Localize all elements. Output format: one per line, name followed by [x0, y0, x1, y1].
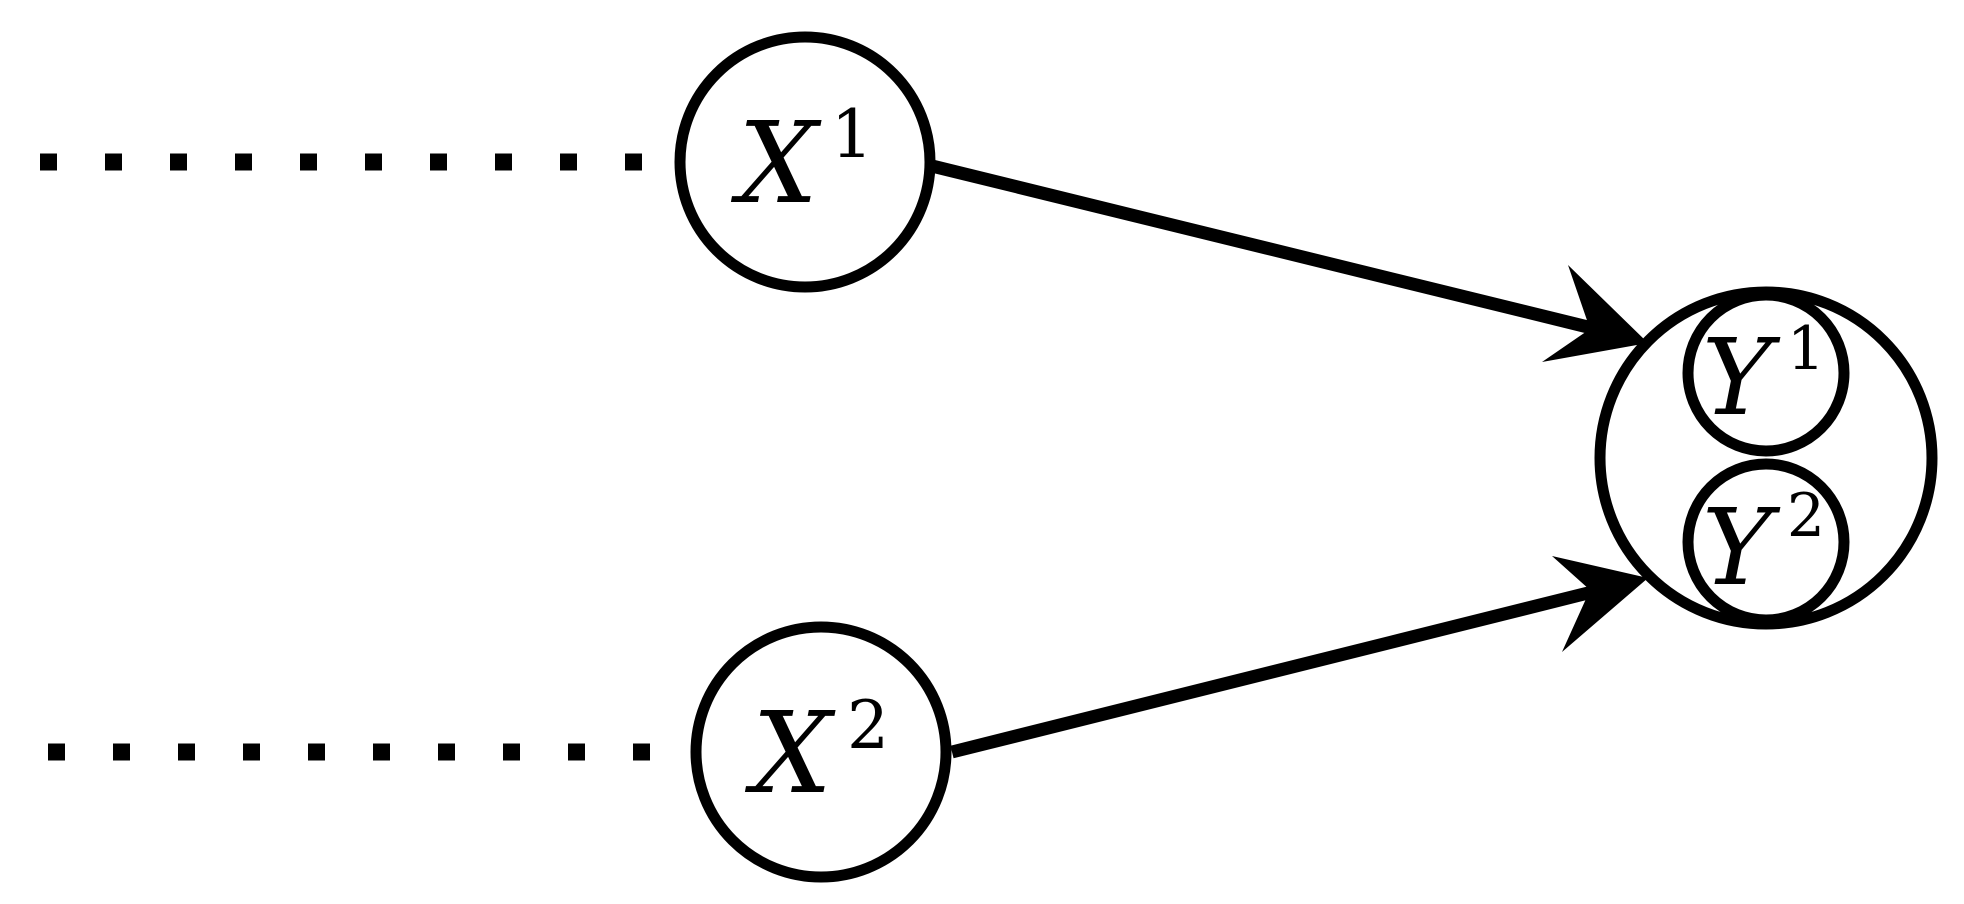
node-y-group: Y 1 Y 2	[1594, 286, 1938, 630]
node-x2: X 2	[690, 621, 952, 883]
node-y1: Y 1	[1682, 289, 1850, 457]
node-x1: X 1	[674, 31, 936, 293]
node-y1-label: Y	[1702, 316, 1781, 439]
node-x2-label: X	[744, 689, 836, 819]
arrowhead-x2-y2	[1552, 556, 1648, 652]
node-y2: Y 2	[1682, 458, 1850, 626]
arrowhead-x1-y1	[1542, 265, 1648, 362]
node-y2-label: Y	[1702, 486, 1781, 609]
node-x2-superscript: 2	[847, 687, 889, 764]
edge-x2-y2	[950, 583, 1602, 759]
edge-x1-y1	[930, 159, 1602, 337]
node-x1-superscript: 1	[831, 96, 873, 173]
node-y2-superscript: 2	[1787, 481, 1825, 551]
node-x1-label: X	[730, 99, 822, 229]
node-y1-superscript: 1	[1787, 314, 1825, 384]
